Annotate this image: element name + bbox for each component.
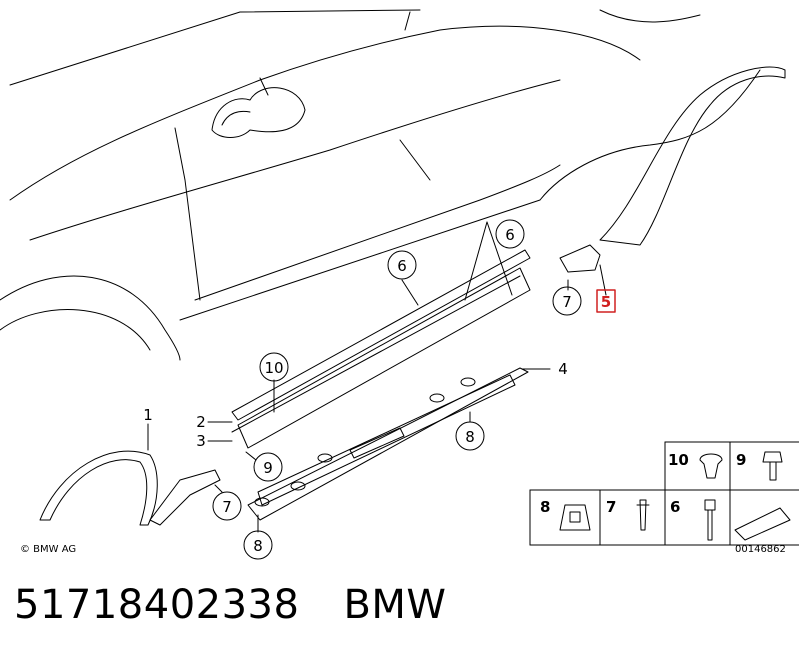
- callout-circle-8b: [243, 530, 273, 560]
- legend-label-9: 9: [736, 451, 746, 469]
- callout-circle-7a: [212, 491, 242, 521]
- callout-4: 4: [558, 360, 568, 378]
- callout-3: 3: [196, 432, 206, 450]
- callout-7a: 7: [222, 498, 232, 516]
- callout-circle-10: [259, 352, 289, 382]
- diagram-code: 00146862: [735, 544, 786, 555]
- legend-icon-7-pin: [636, 499, 650, 531]
- car-door-split: [399, 139, 431, 181]
- car-mirror-outer: [211, 87, 306, 138]
- callout-8a: 8: [465, 428, 475, 446]
- brand-name: BMW: [343, 582, 447, 628]
- copyright-text: © BMW AG: [20, 544, 76, 555]
- legend-label-8: 8: [540, 498, 550, 516]
- callout-circle-6b: [495, 219, 525, 249]
- callout-6b: 6: [505, 226, 515, 244]
- part-5-arch: [599, 66, 786, 246]
- callout-1: 1: [143, 406, 153, 424]
- callout-9: 9: [263, 459, 273, 477]
- legend-grid: [529, 441, 799, 546]
- callout-box-5: [596, 289, 616, 313]
- legend-icon-9-screw: [762, 451, 783, 481]
- car-rear-roof: [599, 9, 701, 23]
- car-crease: [259, 11, 411, 96]
- callout-5-highlighted: 5: [601, 293, 611, 311]
- callout-2: 2: [196, 413, 206, 431]
- part-6-body: [237, 267, 531, 449]
- leader-9: [245, 451, 257, 461]
- car-door-upper: [29, 79, 561, 241]
- legend-icon-6-bolt: [704, 499, 716, 541]
- legend-label-10: 10: [668, 451, 689, 469]
- car-pillar: [174, 127, 201, 301]
- car-roofline: [9, 9, 421, 86]
- callout-circle-7b: [552, 286, 582, 316]
- car-front-fender: [0, 309, 151, 351]
- part-4-body: [257, 374, 516, 506]
- part-6-edge: [231, 275, 521, 433]
- leader-6b: [464, 221, 513, 301]
- callout-7b: 7: [562, 293, 572, 311]
- callout-circle-8a: [455, 421, 485, 451]
- leader-6a: [401, 279, 419, 306]
- part-info-line: 51718402338 BMW: [14, 582, 490, 628]
- part-6-strip: [231, 249, 531, 421]
- leader-7a: [214, 484, 223, 493]
- car-front-wheel-arch: [0, 275, 181, 361]
- legend-label-6: 6: [670, 498, 680, 516]
- legend-label-7: 7: [606, 498, 616, 516]
- part-5-clip: [559, 244, 601, 273]
- callout-10: 10: [264, 359, 283, 377]
- car-rear-edge: [539, 69, 761, 201]
- legend-icon-arrow: [734, 507, 791, 541]
- callout-circle-6a: [387, 250, 417, 280]
- callout-8b: 8: [253, 537, 263, 555]
- car-door-lower: [194, 164, 561, 301]
- legend-icon-8-clip: [559, 504, 591, 531]
- car-mirror-inner: [221, 110, 251, 126]
- legend-icon-10-rivet: [699, 453, 723, 479]
- part-4-panel: [247, 367, 529, 521]
- part-1-arch: [39, 450, 158, 526]
- part-1-bracket: [149, 469, 221, 526]
- car-window-line: [9, 25, 641, 201]
- part-number: 51718402338: [14, 582, 300, 628]
- car-sill-line: [179, 199, 541, 321]
- callout-circle-9: [253, 452, 283, 482]
- callout-6a: 6: [397, 257, 407, 275]
- part-4-slot: [349, 427, 405, 459]
